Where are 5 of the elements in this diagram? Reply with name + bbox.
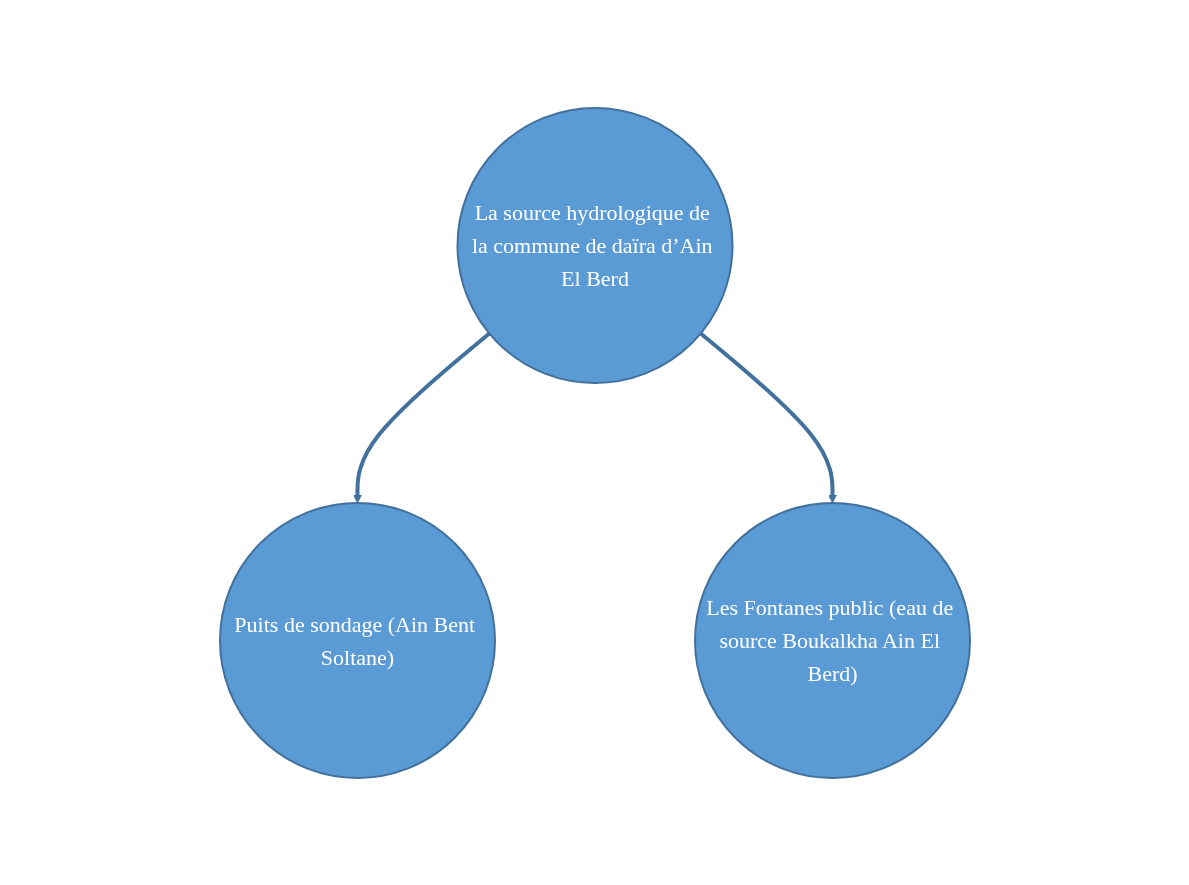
node-circle: Puits de sondage (Ain Bent Soltane) — [218, 501, 496, 779]
arrow — [698, 331, 837, 503]
node-circle: La source hydrologique de la commune de daïra d’Ain El Berd — [456, 106, 733, 384]
node-circle: Les Fontanes public (eau de source Boukalkha Ain El Berd) — [693, 501, 971, 779]
arrow — [352, 331, 491, 503]
